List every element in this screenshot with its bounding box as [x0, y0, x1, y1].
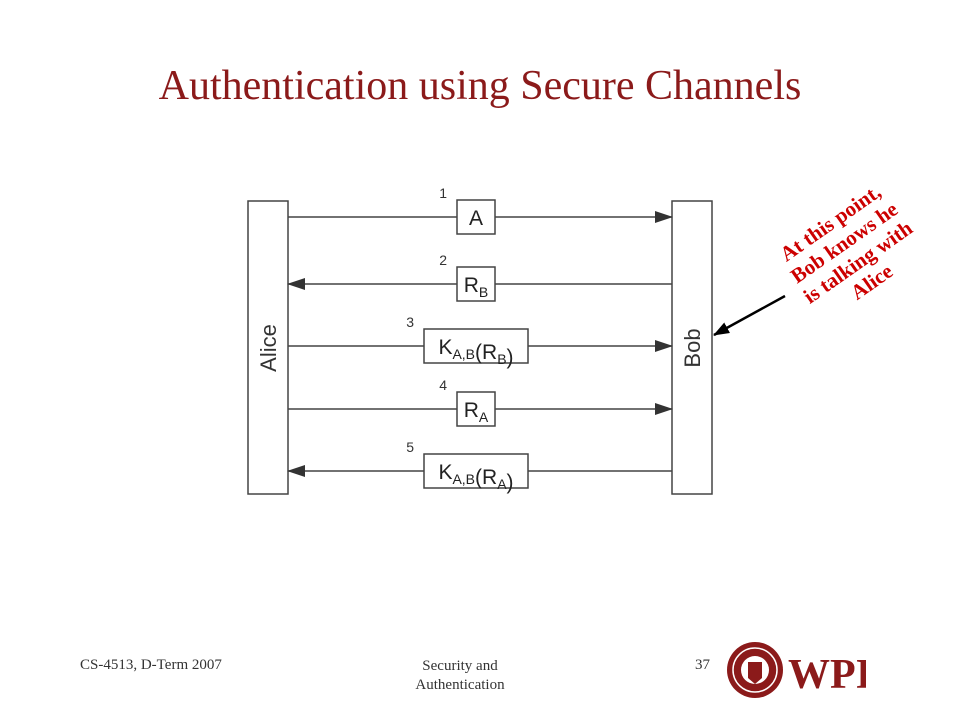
footer-course: CS-4513, D-Term 2007 — [80, 657, 222, 673]
footer-topic-line1: Security and — [422, 658, 498, 674]
message-row-5: 5KA,B(RA) — [287, 439, 672, 494]
bob-label: Bob — [680, 328, 705, 367]
footer-page-number: 37 — [695, 657, 710, 673]
footer-topic-line2: Authentication — [415, 677, 505, 693]
message-label: KA,B(RA) — [438, 461, 513, 494]
message-row-1: 1A — [288, 185, 673, 235]
alice-column — [247, 200, 289, 495]
bob-column — [671, 200, 713, 495]
slide-title: Authentication using Secure Channels — [158, 63, 802, 109]
message-number: 4 — [439, 377, 447, 393]
message-label: KA,B(RB) — [438, 336, 513, 369]
wpi-logo: WPI — [727, 642, 866, 698]
message-box — [456, 391, 496, 427]
message-row-3: 3KA,B(RB) — [288, 314, 673, 369]
annotation: At this point, Bob knows he is talking w… — [775, 179, 917, 308]
message-row-4: 4RA — [288, 377, 673, 427]
message-label: RB — [464, 274, 489, 300]
message-box — [456, 266, 496, 302]
footer-topic: Security and Authentication — [380, 657, 540, 695]
message-box — [456, 199, 496, 235]
message-label: A — [469, 207, 483, 230]
alice-label: Alice — [256, 324, 281, 372]
message-row-2: 2RB — [287, 252, 672, 302]
message-number: 1 — [439, 185, 447, 201]
annotation-arrow — [713, 294, 786, 337]
message-number: 2 — [439, 252, 447, 268]
message-box — [423, 328, 529, 364]
wpi-wordmark: WPI — [788, 652, 866, 698]
message-number: 5 — [406, 439, 414, 455]
message-label: RA — [464, 399, 489, 425]
message-box — [423, 453, 529, 489]
message-number: 3 — [406, 314, 414, 330]
